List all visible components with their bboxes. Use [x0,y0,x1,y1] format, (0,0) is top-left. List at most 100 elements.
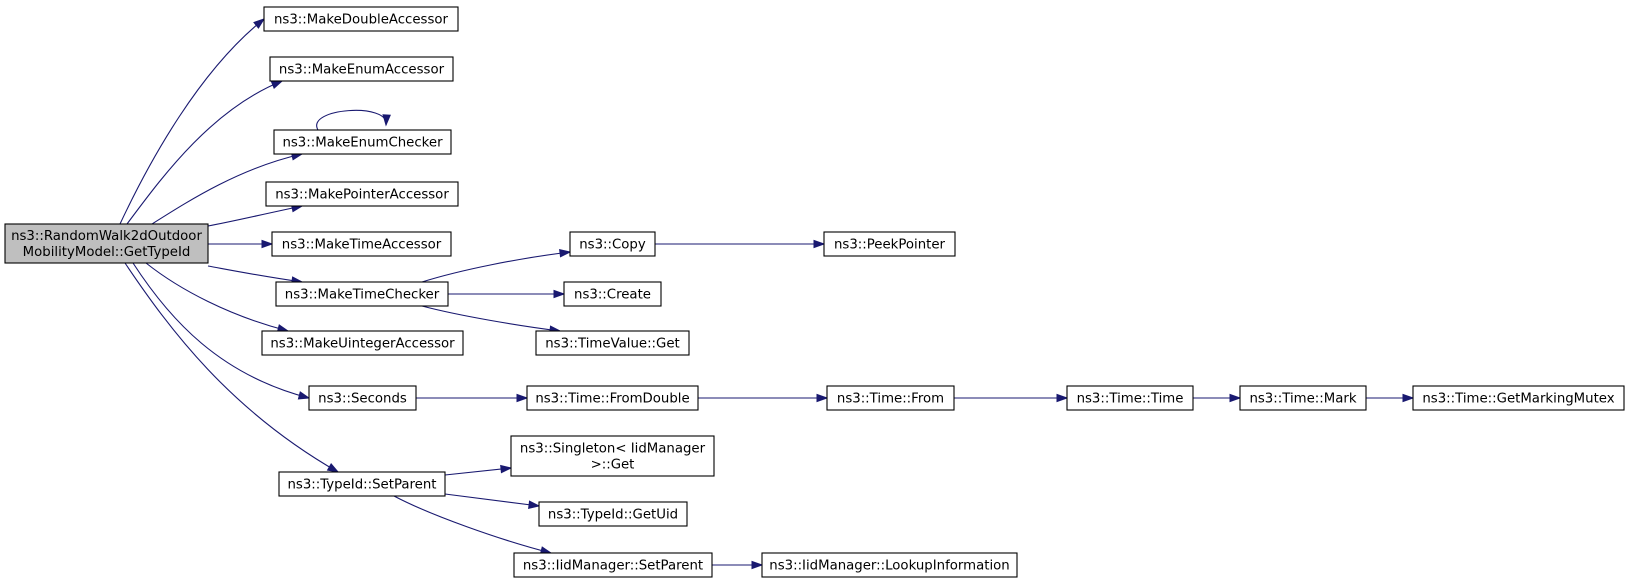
node-box [761,552,1018,578]
edge-root-to-double_acc [119,18,265,225]
node-label: MobilityModel::GetTypeId [23,245,191,260]
node-seconds[interactable]: ns3::Seconds [308,385,417,411]
node-label: ns3::Time::Time [1077,392,1184,407]
edge-root-to-double_acc-arrowhead [253,18,266,29]
node-label: ns3::MakePointerAccessor [275,188,449,203]
node-box [263,6,459,32]
node-uint-acc[interactable]: ns3::MakeUintegerAccessor [261,330,464,356]
edge-setparent-to-getuid [444,493,540,507]
root-node[interactable]: ns3::RandomWalk2dOutdoorMobilityModel::G… [4,223,209,264]
node-label: ns3::Create [574,288,651,303]
node-box [265,181,459,207]
node-box [569,231,656,257]
node-singleton[interactable]: ns3::Singleton< IidManager>::Get [510,435,715,477]
node-label: ns3::PeekPointer [834,238,946,253]
node-label: ns3::Time::Mark [1249,392,1356,407]
node-mark[interactable]: ns3::Time::Mark [1239,385,1367,411]
edge-root-to-seconds-arrowhead [297,391,311,400]
node-label: ns3::TimeValue::Get [545,337,680,352]
node-label: ns3::MakeEnumAccessor [279,63,445,78]
edge-setparent-to-singleton-arrowhead [500,464,513,474]
node-create[interactable]: ns3::Create [563,281,662,307]
edge-time_chk-to-copy-arrowhead [559,248,572,258]
node-box [4,223,209,264]
edge-enum_chk-to-enum_chk-arrowhead [382,114,391,127]
edge-root-to-enum_chk [151,153,303,225]
node-box [278,471,446,497]
node-box [538,501,688,527]
node-box [513,552,713,578]
node-label: ns3::TypeId::SetParent [287,478,436,493]
edge-iid_setparent-to-lookup-arrowhead [751,560,764,570]
node-label: ns3::Copy [579,238,646,253]
edge-time_chk-to-tv_get [421,305,561,332]
edge-time-to-mark-arrowhead [1229,393,1242,403]
node-label: ns3::MakeDoubleAccessor [274,13,449,28]
node-label: ns3::RandomWalk2dOutdoor [11,229,202,244]
node-peek[interactable]: ns3::PeekPointer [823,231,956,257]
node-time[interactable]: ns3::Time::Time [1066,385,1194,411]
node-label: ns3::MakeEnumChecker [282,136,443,151]
edge-seconds-to-fromdouble-arrowhead [516,393,529,403]
node-fromdouble[interactable]: ns3::Time::FromDouble [526,385,699,411]
edge-fromdouble-to-from-arrowhead [816,393,829,403]
node-label: >::Get [591,458,635,473]
edges-layer [119,18,1415,570]
edge-from-to-time-arrowhead [1056,393,1069,403]
node-time-acc[interactable]: ns3::MakeTimeAccessor [271,231,452,257]
node-box [1239,385,1367,411]
node-double-acc[interactable]: ns3::MakeDoubleAccessor [263,6,459,32]
edge-time_chk-to-copy [421,251,571,283]
edge-copy-to-peek-arrowhead [813,239,826,249]
node-lookup[interactable]: ns3::IidManager::LookupInformation [761,552,1018,578]
node-label: ns3::IidManager::SetParent [523,559,703,574]
edge-setparent-to-singleton [444,467,512,476]
edge-root-to-ptr_acc [207,205,303,227]
node-time-chk[interactable]: ns3::MakeTimeChecker [275,281,449,307]
edge-enum_chk-to-enum_chk [316,109,387,131]
node-box [271,231,452,257]
edge-root-to-setparent [124,262,339,473]
node-box [1412,385,1625,411]
node-box [261,330,464,356]
edge-time_chk-to-create-arrowhead [553,289,566,299]
node-setparent[interactable]: ns3::TypeId::SetParent [278,471,446,497]
node-copy[interactable]: ns3::Copy [569,231,656,257]
node-box [535,330,690,356]
node-enum-acc[interactable]: ns3::MakeEnumAccessor [269,56,454,82]
edge-root-to-uint_acc [145,262,289,332]
node-label: ns3::Time::From [837,392,944,407]
node-label: ns3::IidManager::LookupInformation [769,559,1009,574]
nodes-layer: ns3::RandomWalk2dOutdoorMobilityModel::G… [4,6,1625,578]
node-box [308,385,417,411]
node-box [275,281,449,307]
node-box [823,231,956,257]
edge-setparent-to-iid_setparent [393,495,552,554]
edge-root-to-setparent-arrowhead [326,463,340,473]
node-from[interactable]: ns3::Time::From [826,385,955,411]
node-label: ns3::MakeTimeChecker [285,288,440,303]
node-mutex[interactable]: ns3::Time::GetMarkingMutex [1412,385,1625,411]
node-box [269,56,454,82]
node-getuid[interactable]: ns3::TypeId::GetUid [538,501,688,527]
node-box [826,385,955,411]
node-label: ns3::Seconds [318,392,407,407]
edge-root-to-time_chk [207,265,303,283]
node-box [510,435,715,477]
node-label: ns3::TypeId::GetUid [548,508,678,523]
node-label: ns3::MakeUintegerAccessor [270,337,455,352]
node-label: ns3::MakeTimeAccessor [282,238,442,253]
edge-mark-to-mutex-arrowhead [1402,393,1415,403]
edge-root-to-enum_acc [126,80,283,225]
node-iid-setparent[interactable]: ns3::IidManager::SetParent [513,552,713,578]
node-ptr-acc[interactable]: ns3::MakePointerAccessor [265,181,459,207]
node-box [526,385,699,411]
edge-root-to-time_acc-arrowhead [261,239,274,249]
node-box [563,281,662,307]
node-tv-get[interactable]: ns3::TimeValue::Get [535,330,690,356]
node-label: ns3::Singleton< IidManager [520,442,706,457]
node-enum-chk[interactable]: ns3::MakeEnumChecker [273,129,452,155]
edge-setparent-to-getuid-arrowhead [528,500,541,509]
node-box [1066,385,1194,411]
edge-root-to-seconds [132,262,310,399]
